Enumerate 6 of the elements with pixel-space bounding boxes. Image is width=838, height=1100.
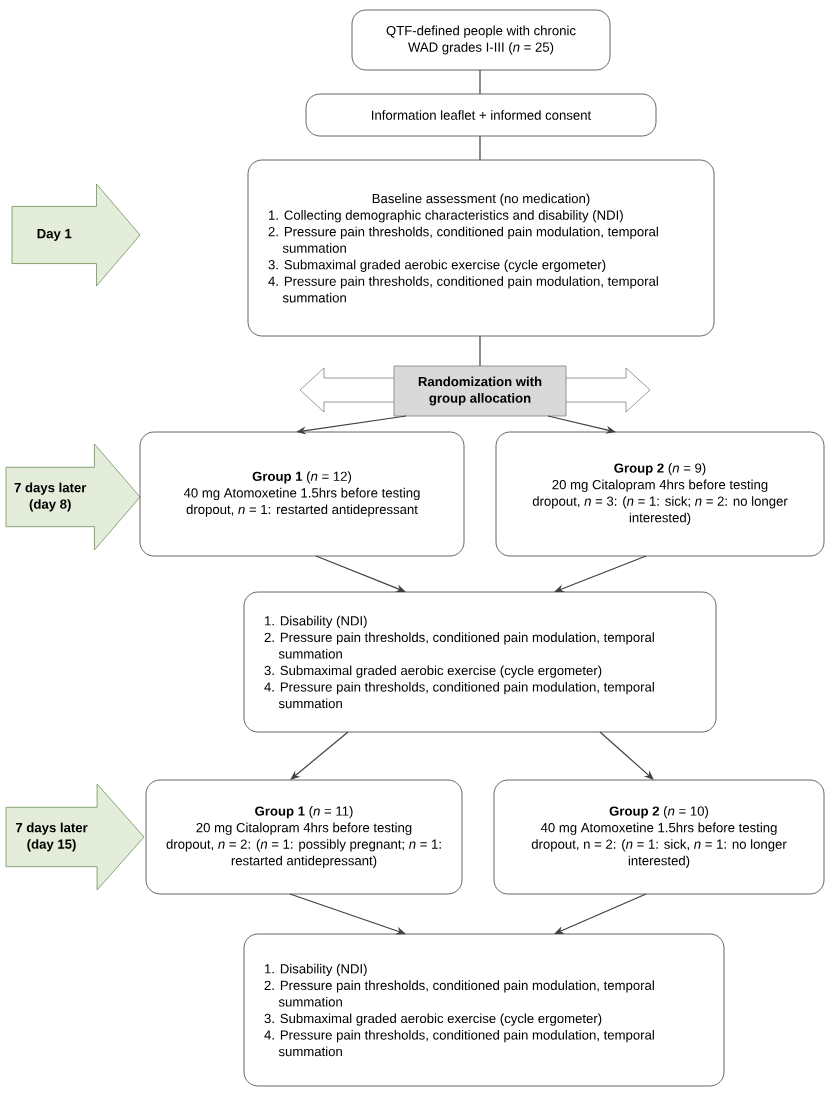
arrow <box>289 893 406 935</box>
arrow <box>554 893 647 934</box>
arrow <box>547 415 616 434</box>
arrow <box>554 555 647 593</box>
arrow <box>599 731 654 780</box>
arrow <box>290 731 349 780</box>
